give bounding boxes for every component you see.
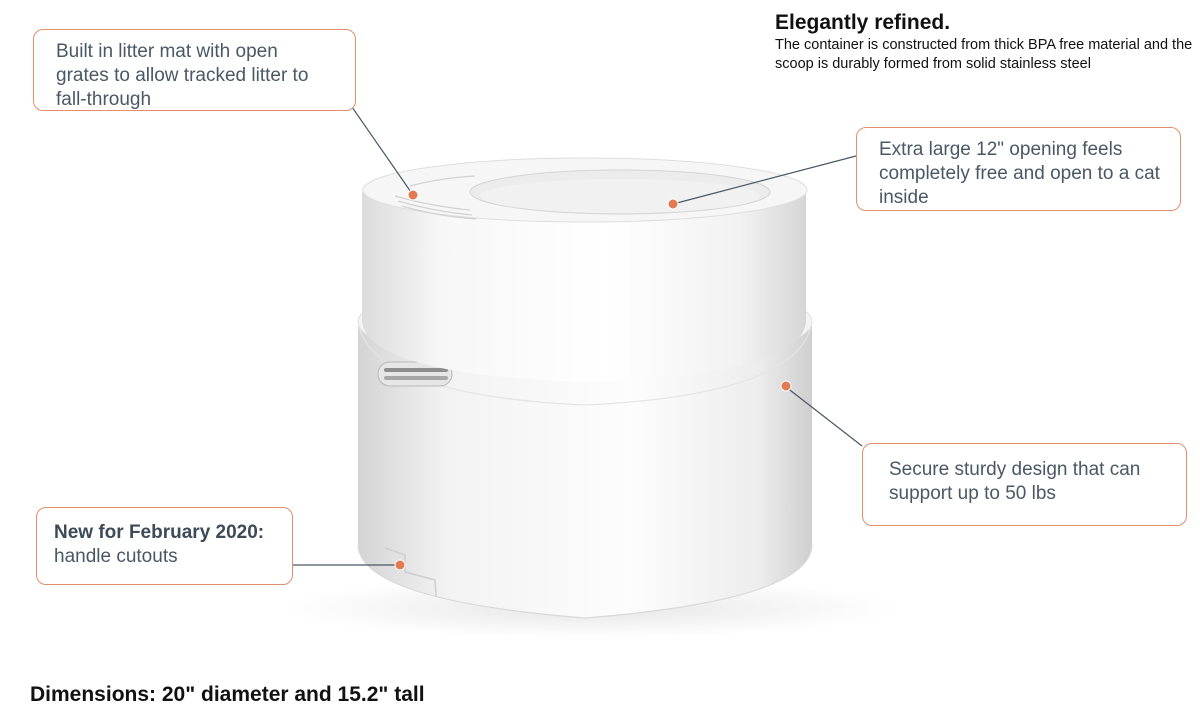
- callout-handle-text: handle cutouts: [54, 546, 178, 567]
- headline-title: Elegantly refined.: [775, 11, 951, 34]
- callout-opening: Extra large 12" opening feels completely…: [856, 127, 1181, 211]
- secure-dot: [780, 380, 792, 392]
- dimensions-text: Dimensions: 20" diameter and 15.2" tall: [30, 683, 425, 706]
- callout-litter-mat: Built in litter mat with open grates to …: [33, 29, 356, 111]
- headline-body: The container is constructed from thick …: [775, 37, 1193, 72]
- opening-dot: [667, 198, 679, 210]
- litter-mat-dot: [407, 189, 419, 201]
- callout-secure-text: Secure sturdy design that can support up…: [889, 459, 1141, 504]
- callout-handle: New for February 2020: handle cutouts: [36, 507, 293, 585]
- callout-secure: Secure sturdy design that can support up…: [862, 443, 1187, 526]
- handle-dot: [394, 559, 406, 571]
- callout-opening-text: Extra large 12" opening feels completely…: [879, 139, 1160, 208]
- callout-litter-mat-text: Built in litter mat with open grates to …: [56, 41, 309, 110]
- headline-block: Elegantly refined. The container is cons…: [775, 10, 1195, 74]
- callout-handle-title: New for February 2020:: [54, 522, 265, 543]
